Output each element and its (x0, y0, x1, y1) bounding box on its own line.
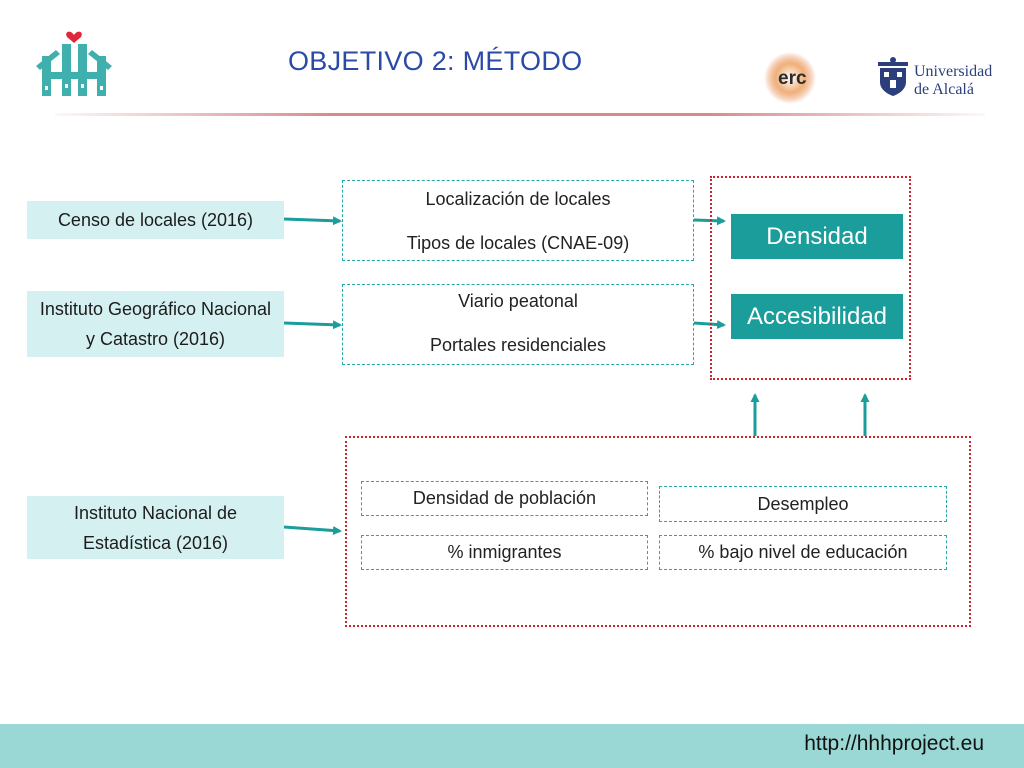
footer-bar (0, 724, 1024, 768)
variable-inmigrantes: % inmigrantes (361, 535, 648, 570)
arrow-ine-to-variables (283, 525, 342, 535)
arrow-ign-to-viario (283, 320, 342, 330)
source-label: Instituto Nacional de Estadística (2016) (73, 502, 238, 553)
erc-logo: erc (760, 50, 830, 106)
hhh-house-heart-icon (36, 31, 112, 96)
arrow-viario-to-accesibilidad (693, 320, 726, 330)
source-censo-locales: Censo de locales (2016) (27, 201, 284, 239)
dataset-ign-box: Viario peatonal Portales residenciales (342, 284, 694, 365)
dataset-item: Localización de locales (425, 189, 611, 209)
erc-logo-icon: erc (764, 52, 816, 104)
variable-densidad-poblacion: Densidad de población (361, 481, 648, 516)
source-ign-catastro: Instituto Geográfico Nacional y Catastro… (27, 291, 284, 357)
outcome-densidad: Densidad (731, 214, 903, 259)
dataset-item: Tipos de locales (CNAE-09) (406, 233, 630, 253)
outcomes-group (710, 176, 911, 380)
source-ine: Instituto Nacional de Estadística (2016) (27, 496, 284, 559)
arrow-locales-to-densidad (693, 216, 726, 226)
svg-text:de Alcalá: de Alcalá (914, 81, 974, 98)
arrow-censo-to-locales (283, 216, 342, 226)
university-crest-icon: Universidad de Alcalá (878, 57, 992, 98)
footer-url[interactable]: http://hhhproject.eu (804, 732, 984, 755)
dataset-item: Viario peatonal (458, 291, 578, 311)
university-logo: Universidad de Alcalá (872, 56, 1002, 100)
project-logo (34, 26, 114, 100)
svg-text:erc: erc (778, 68, 807, 89)
variable-bajo-nivel-educacion: % bajo nivel de educación (659, 535, 947, 570)
header-divider (55, 113, 985, 116)
dataset-item: Portales residenciales (429, 335, 607, 355)
variable-desempleo: Desempleo (659, 486, 947, 522)
source-label: Censo de locales (2016) (57, 210, 254, 230)
dataset-locales-box: Localización de locales Tipos de locales… (342, 180, 694, 261)
page-title: OBJETIVO 2: MÉTODO (288, 46, 583, 76)
outcome-accesibilidad: Accesibilidad (731, 294, 903, 339)
svg-text:Universidad: Universidad (914, 63, 992, 80)
ine-variables-group (345, 436, 971, 627)
source-label: Instituto Geográfico Nacional y Catastro… (39, 299, 272, 349)
